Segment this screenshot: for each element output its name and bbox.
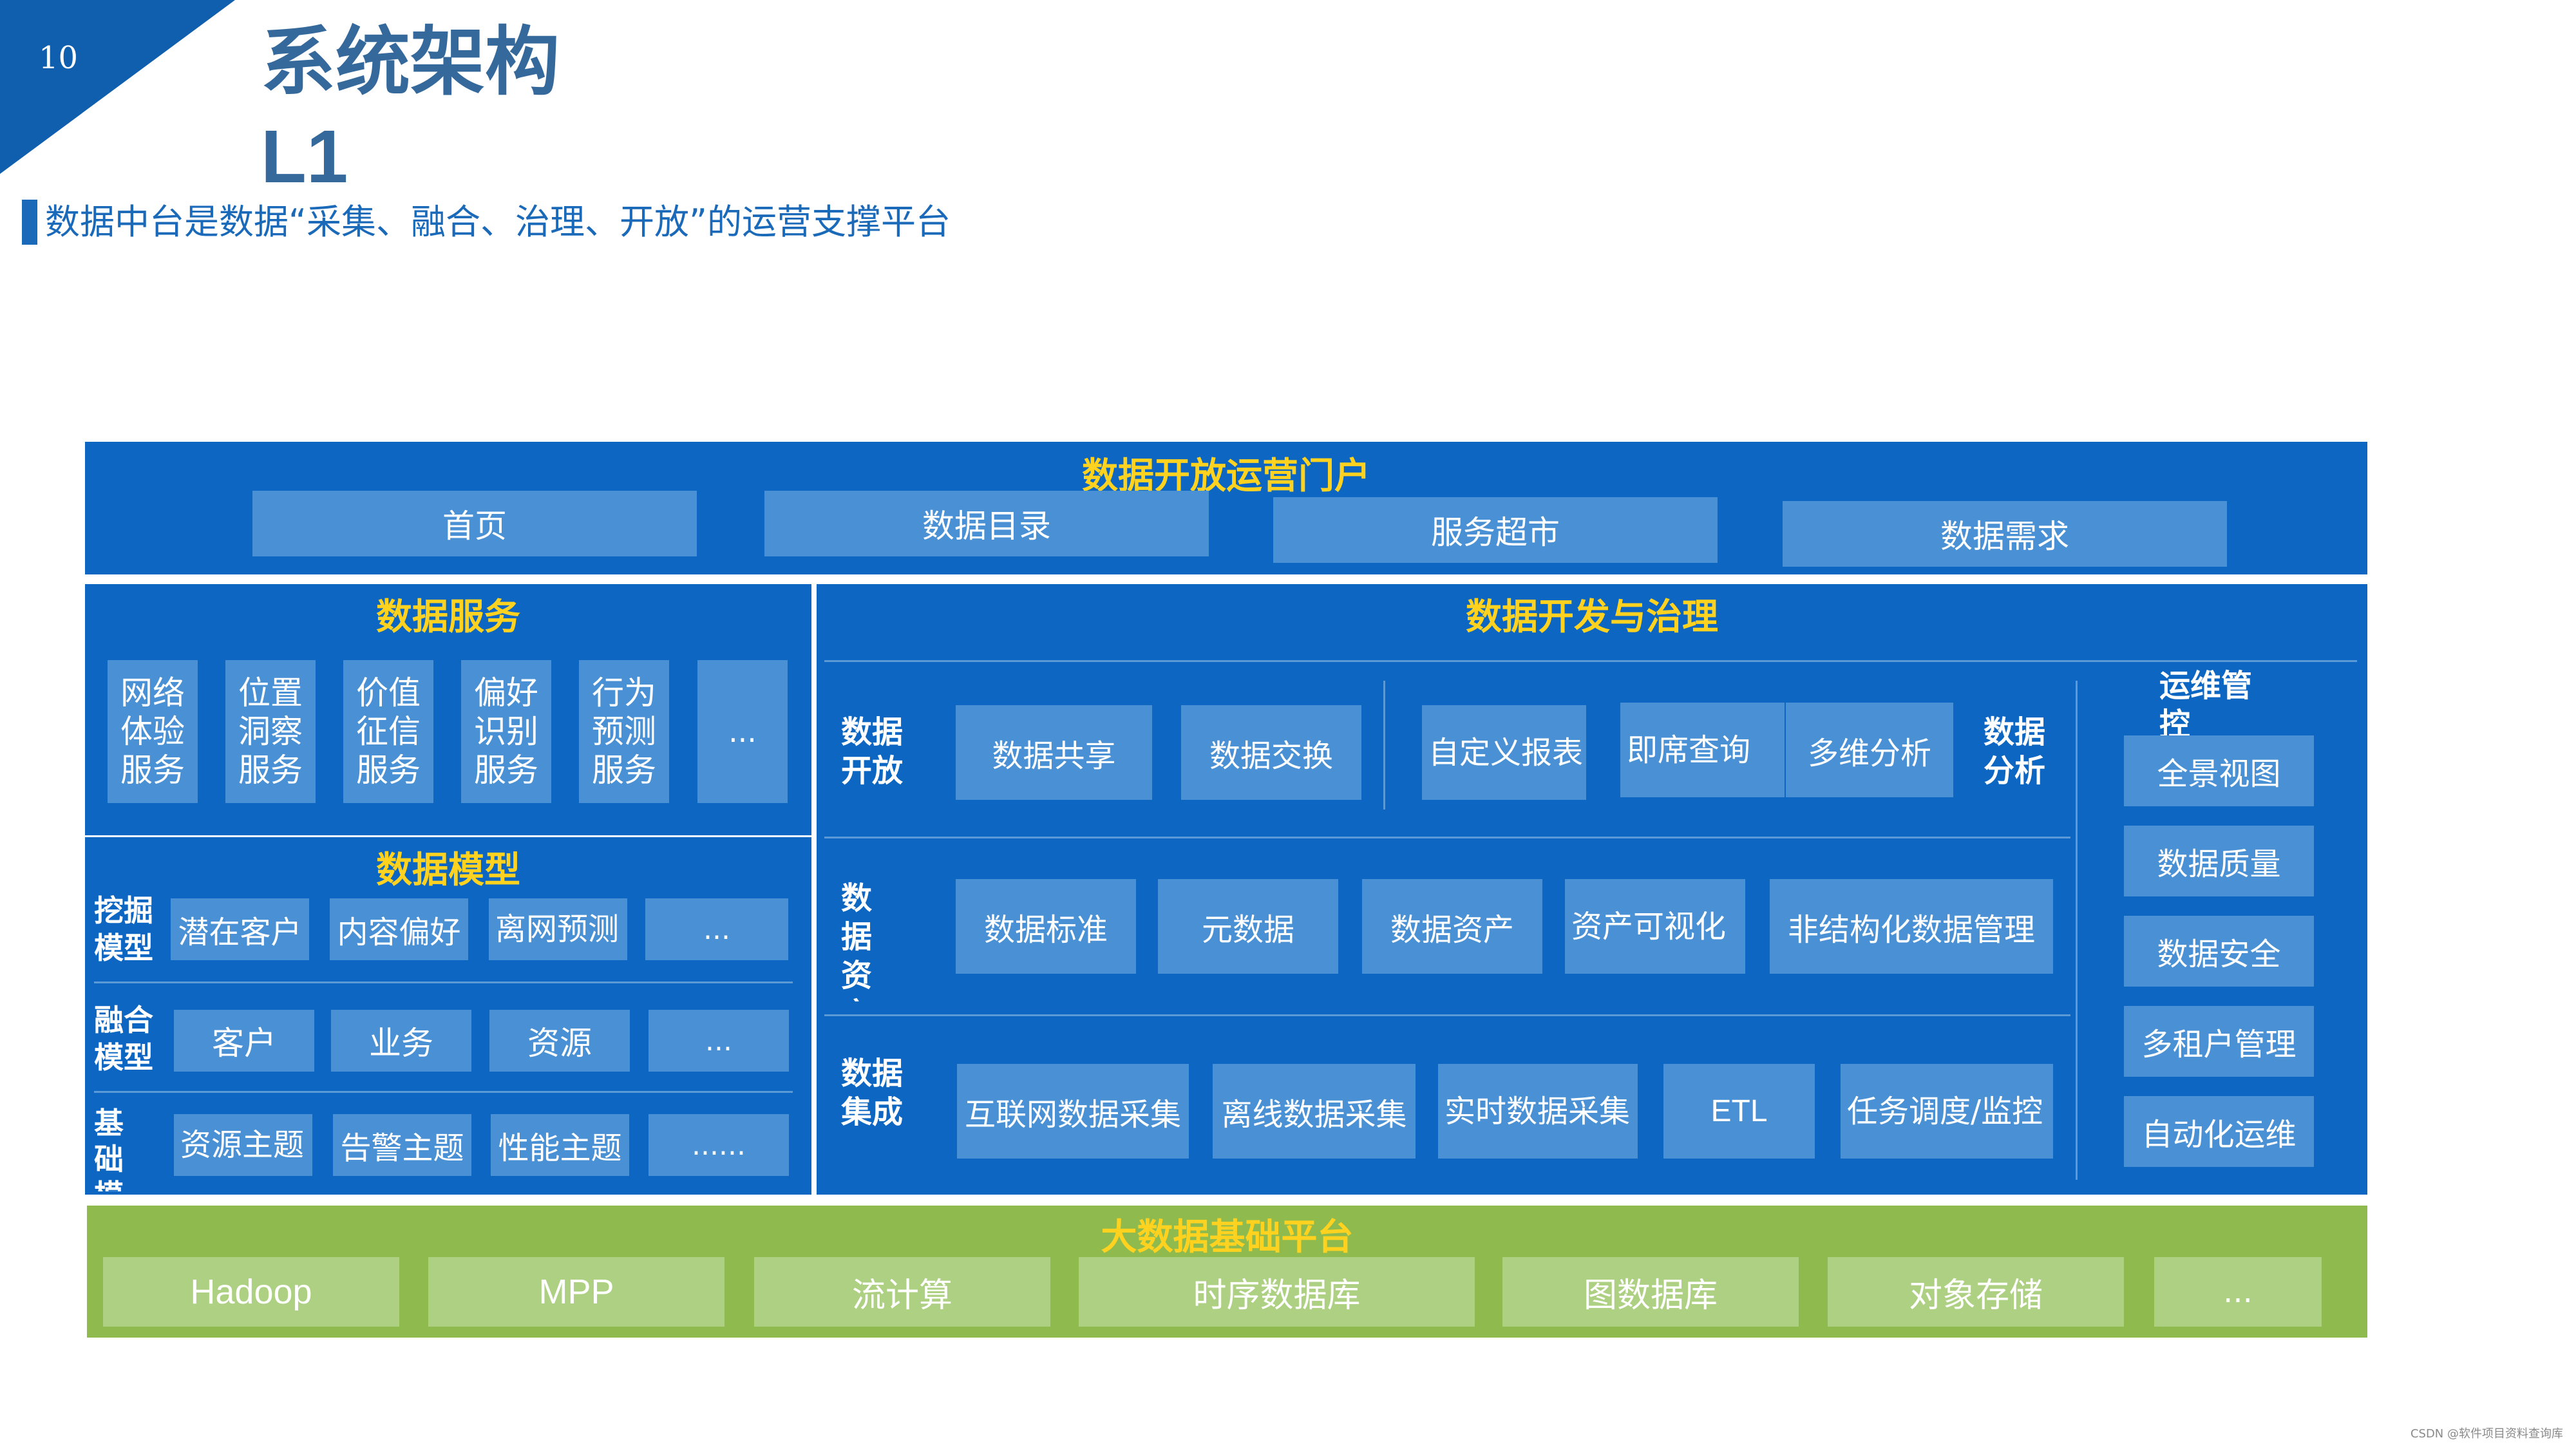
- dev-item-asset-visual[interactable]: 资产可视化: [1565, 879, 1745, 974]
- ops-item-multitenant[interactable]: 多租户管理: [2124, 1006, 2314, 1077]
- page-number: 10: [39, 40, 79, 76]
- dev-panel: 数据开发与治理 数据开放 数据共享 数据交换 自定义报表 即席查询 多维分析 数…: [817, 584, 2367, 1195]
- model-item-alarm-topic[interactable]: 告警主题: [333, 1114, 471, 1176]
- service-item-location[interactable]: 位置洞察服务: [225, 660, 316, 803]
- model-divider-1: [94, 981, 793, 983]
- ops-item-panorama[interactable]: 全景视图: [2124, 735, 2314, 806]
- dev-label-ops: 运维管控: [2159, 668, 2253, 743]
- page-title: 系统架构: [261, 19, 560, 106]
- model-item-mining-more[interactable]: ...: [645, 898, 788, 960]
- portal-panel: 数据开放运营门户 首页 数据目录 服务超市 数据需求: [85, 442, 2367, 574]
- model-row-label-mining: 挖掘模型: [94, 893, 153, 965]
- dev-item-internet-collect[interactable]: 互联网数据采集: [957, 1064, 1189, 1159]
- dev-label-analysis: 数据分析: [1984, 714, 2046, 789]
- dev-title-divider: [824, 660, 2357, 662]
- model-panel: 数据模型 挖掘模型 潜在客户 内容偏好 离网预测 ... 融合模型 客户 业务 …: [85, 837, 811, 1195]
- dev-divider-2: [824, 1014, 2070, 1016]
- dev-item-adhoc-query[interactable]: 即席查询: [1620, 703, 1785, 797]
- platform-item-stream[interactable]: 流计算: [754, 1257, 1050, 1327]
- portal-item-home[interactable]: 首页: [252, 491, 697, 556]
- platform-item-more[interactable]: ...: [2154, 1257, 2322, 1327]
- portal-title: 数据开放运营门户: [1082, 455, 1370, 497]
- model-item-basic-more[interactable]: ......: [649, 1114, 789, 1176]
- platform-title: 大数据基础平台: [1101, 1217, 1354, 1258]
- portal-item-demand[interactable]: 数据需求: [1783, 501, 2227, 567]
- model-item-resource[interactable]: 资源: [489, 1010, 630, 1072]
- dev-label-integration: 数据集成: [841, 1056, 904, 1130]
- service-item-behavior[interactable]: 行为预测服务: [579, 660, 669, 803]
- model-row-label-basic: 基础模型: [94, 1106, 124, 1191]
- dev-item-share[interactable]: 数据共享: [956, 705, 1152, 800]
- watermark: CSDN @软件项目资料查询库: [2410, 1427, 2563, 1441]
- platform-item-mpp[interactable]: MPP: [428, 1257, 724, 1327]
- services-panel: 数据服务 网络体验服务 位置洞察服务 价值征信服务 偏好识别服务 行为预测服务 …: [85, 584, 811, 835]
- model-item-performance-topic[interactable]: 性能主题: [491, 1114, 629, 1176]
- model-row-label-fusion: 融合模型: [94, 1003, 153, 1075]
- subtitle-marker: [22, 200, 37, 245]
- model-divider-2: [94, 1091, 793, 1093]
- service-item-network[interactable]: 网络体验服务: [108, 660, 198, 803]
- services-title: 数据服务: [376, 596, 520, 638]
- dev-title: 数据开发与治理: [1466, 596, 1718, 638]
- corner-triangle: [0, 0, 235, 174]
- dev-item-scheduling[interactable]: 任务调度/监控: [1841, 1064, 2053, 1159]
- model-item-customer[interactable]: 客户: [174, 1010, 314, 1072]
- page-subtitle: 数据中台是数据“采集、融合、治理、开放”的运营支撑平台: [45, 202, 951, 242]
- model-item-churn[interactable]: 离网预测: [489, 898, 627, 960]
- service-item-more[interactable]: ...: [697, 660, 788, 803]
- dev-item-exchange[interactable]: 数据交换: [1181, 705, 1361, 800]
- page-title-line2: L1: [261, 115, 348, 198]
- dev-item-asset[interactable]: 数据资产: [1362, 879, 1542, 974]
- service-item-credit[interactable]: 价值征信服务: [343, 660, 433, 803]
- ops-item-quality[interactable]: 数据质量: [2124, 826, 2314, 896]
- dev-open-divider: [1383, 681, 1385, 810]
- model-item-fusion-more[interactable]: ...: [649, 1010, 789, 1072]
- ops-item-automation[interactable]: 自动化运维: [2124, 1096, 2314, 1167]
- model-item-resource-topic[interactable]: 资源主题: [174, 1114, 312, 1176]
- dev-divider-1: [824, 837, 2070, 838]
- portal-item-market[interactable]: 服务超市: [1273, 497, 1718, 563]
- dev-item-custom-report[interactable]: 自定义报表: [1422, 705, 1586, 800]
- dev-item-metadata[interactable]: 元数据: [1158, 879, 1338, 974]
- dev-item-etl[interactable]: ETL: [1663, 1064, 1815, 1159]
- platform-item-graph[interactable]: 图数据库: [1502, 1257, 1799, 1327]
- service-item-preference[interactable]: 偏好识别服务: [461, 660, 551, 803]
- platform-item-hadoop[interactable]: Hadoop: [103, 1257, 399, 1327]
- model-title: 数据模型: [376, 849, 520, 891]
- ops-item-security[interactable]: 数据安全: [2124, 916, 2314, 987]
- dev-label-open: 数据开放: [841, 714, 904, 789]
- platform-item-object[interactable]: 对象存储: [1828, 1257, 2124, 1327]
- platform-item-timeseries[interactable]: 时序数据库: [1079, 1257, 1475, 1327]
- dev-item-realtime-collect[interactable]: 实时数据采集: [1438, 1064, 1638, 1159]
- dev-label-asset: 数据资产: [841, 880, 873, 1001]
- dev-item-standard[interactable]: 数据标准: [956, 879, 1136, 974]
- model-item-potential[interactable]: 潜在客户: [171, 898, 309, 960]
- portal-item-catalog[interactable]: 数据目录: [764, 491, 1209, 556]
- model-item-content[interactable]: 内容偏好: [330, 898, 468, 960]
- dev-ops-divider: [2076, 681, 2078, 1180]
- dev-item-olap[interactable]: 多维分析: [1786, 703, 1953, 797]
- platform-panel: 大数据基础平台 Hadoop MPP 流计算 时序数据库 图数据库 对象存储 .…: [87, 1206, 2367, 1338]
- dev-item-unstructured[interactable]: 非结构化数据管理: [1770, 879, 2053, 974]
- dev-item-offline-collect[interactable]: 离线数据采集: [1213, 1064, 1416, 1159]
- model-item-business[interactable]: 业务: [331, 1010, 471, 1072]
